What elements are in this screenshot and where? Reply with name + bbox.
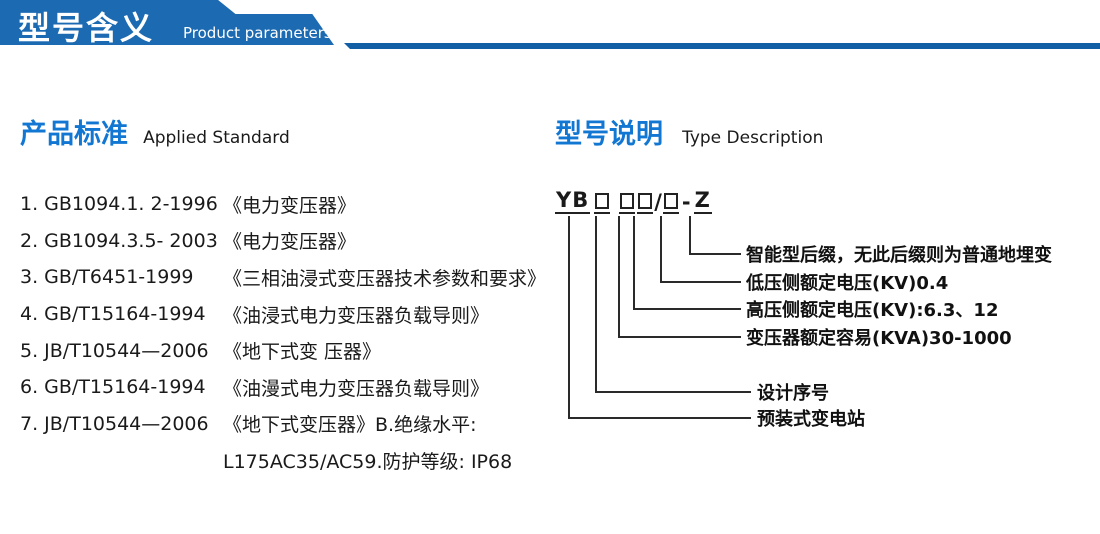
applied-standard-heading-en: Applied Standard: [143, 128, 290, 148]
standard-item-3: 3. GB/T6451-1999 《三相油浸式变压器技术参数和要求》: [20, 259, 546, 296]
connector-line-lv-voltage: [660, 281, 741, 283]
standard-title: 《地下式变 压器》: [223, 341, 382, 364]
standard-title: 《油浸式电力变压器负载导则》: [223, 304, 490, 327]
connector-line-smart-suffix: [689, 216, 691, 255]
placeholder-box-icon: [595, 193, 610, 209]
model-code-suffix: Z: [693, 188, 712, 214]
applied-standard-heading-cn: 产品标准: [20, 119, 128, 150]
header-blue-ribbon: 型号含义 Product parameters: [0, 0, 334, 45]
placeholder-box-icon: [620, 193, 635, 209]
model-code-slash: /: [654, 190, 662, 214]
standards-list: 1. GB1094.1. 2-1996 《电力变压器》 2. GB1094.3.…: [20, 186, 546, 479]
connector-line-hv-voltage: [633, 216, 635, 310]
standard-item-5: 5. JB/T10544—2006 《地下式变 压器》: [20, 332, 546, 369]
placeholder-box-icon: [663, 193, 678, 209]
standard-item-7-continuation: L175AC35/AC59.防护等级: IP68: [20, 442, 546, 479]
connector-line-capacity: [618, 216, 620, 338]
connector-line-design-number: [595, 216, 597, 393]
type-description-heading-en: Type Description: [682, 128, 824, 148]
diagram-label-design-number: 设计序号: [757, 383, 829, 404]
applied-standard-heading: 产品标准 Applied Standard: [20, 112, 290, 151]
standard-title: 《电力变压器》: [223, 231, 357, 254]
model-code-dash: -: [681, 190, 691, 214]
model-code-box-lv: [662, 190, 679, 214]
standard-code: 1. GB1094.1. 2-1996: [20, 193, 218, 216]
diagram-label-prefab-substation: 预装式变电站: [757, 409, 865, 430]
standard-code: 3. GB/T6451-1999: [20, 266, 194, 289]
model-code: YB / - Z: [555, 189, 712, 214]
model-code-box-hv: [637, 190, 654, 214]
diagram-label-lv-voltage: 低压侧额定电压(KV)0.4: [746, 273, 949, 294]
type-description-heading: 型号说明 Type Description: [555, 112, 823, 151]
standard-code: 6. GB/T15164-1994: [20, 376, 206, 399]
standard-title: 《地下式变压器》B.绝缘水平:: [223, 414, 477, 437]
standard-item-4: 4. GB/T15164-1994 《油浸式电力变压器负载导则》: [20, 296, 546, 333]
standard-title: L175AC35/AC59.防护等级: IP68: [223, 450, 513, 473]
standard-title: 《电力变压器》: [223, 194, 357, 217]
standard-title: 《三相油浸式变压器技术参数和要求》: [223, 267, 547, 290]
connector-line-capacity: [618, 336, 741, 338]
standard-item-2: 2. GB1094.3.5- 2003 《电力变压器》: [20, 223, 546, 260]
model-code-prefix: YB: [555, 188, 591, 214]
standard-code: 7. JB/T10544—2006: [20, 412, 209, 435]
standard-item-6: 6. GB/T15164-1994 《油漫式电力变压器负载导则》: [20, 369, 546, 406]
diagram-label-hv-voltage: 高压侧额定电压(KV):6.3、12: [746, 300, 999, 321]
header-banner: 型号含义 Product parameters: [0, 0, 1100, 52]
model-code-box-design: [594, 190, 611, 214]
standard-code: 4. GB/T15164-1994: [20, 303, 206, 326]
diagram-label-capacity: 变压器额定容易(KVA)30-1000: [746, 328, 1012, 349]
type-description-heading-cn: 型号说明: [555, 119, 663, 150]
standard-item-1: 1. GB1094.1. 2-1996 《电力变压器》: [20, 186, 546, 223]
standard-code: 2. GB1094.3.5- 2003: [20, 229, 218, 252]
connector-line-prefab-substation: [568, 216, 570, 419]
header-accent-strip: [344, 43, 1100, 49]
standard-item-7: 7. JB/T10544—2006 《地下式变压器》B.绝缘水平:: [20, 406, 546, 443]
connector-line-hv-voltage: [633, 308, 741, 310]
connector-line-prefab-substation: [568, 417, 751, 419]
header-title-en: Product parameters: [183, 24, 332, 42]
standard-code: 5. JB/T10544—2006: [20, 339, 209, 362]
connector-line-design-number: [595, 391, 751, 393]
connector-line-lv-voltage: [660, 216, 662, 283]
standard-title: 《油漫式电力变压器负载导则》: [223, 377, 490, 400]
diagram-label-smart-suffix: 智能型后缀，无此后缀则为普通地埋变: [746, 245, 1052, 266]
model-code-box-capacity: [619, 190, 636, 214]
placeholder-box-icon: [638, 193, 653, 209]
connector-line-smart-suffix: [689, 253, 741, 255]
header-title-cn: 型号含义: [18, 9, 155, 47]
